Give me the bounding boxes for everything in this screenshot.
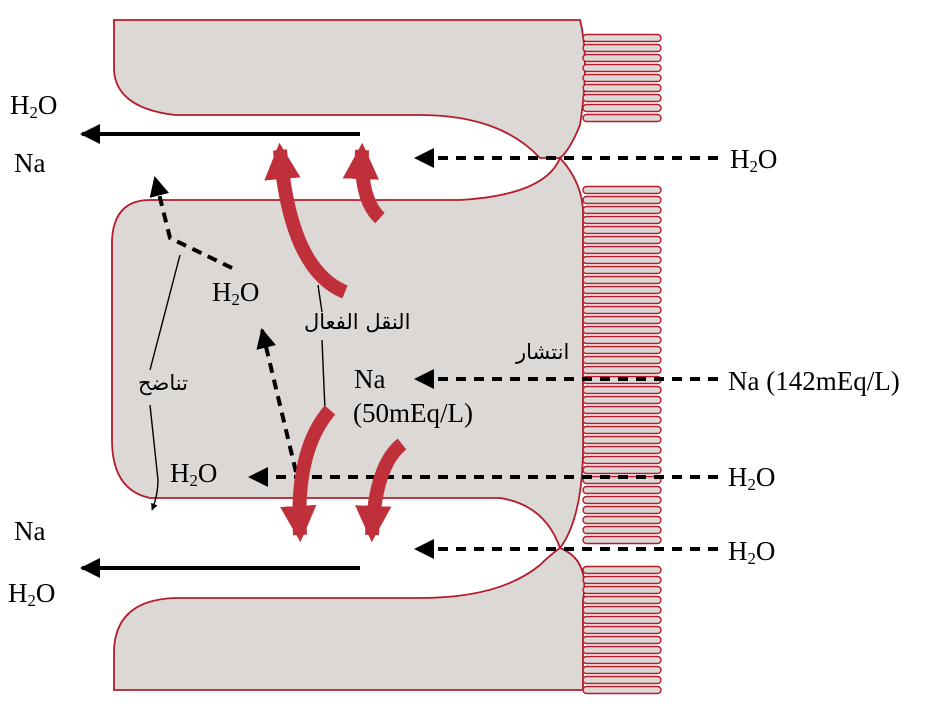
active-arrow-up-large bbox=[264, 142, 348, 299]
microvillus bbox=[582, 265, 662, 275]
microvillus bbox=[582, 425, 662, 435]
label-active-transport: النقل الفعال bbox=[304, 310, 411, 334]
microvillus bbox=[582, 285, 662, 295]
microvillus bbox=[582, 455, 662, 465]
microvillus bbox=[582, 43, 662, 53]
microvillus bbox=[582, 73, 662, 83]
microvillus bbox=[582, 395, 662, 405]
microvillus bbox=[582, 335, 662, 345]
microvillus bbox=[582, 185, 662, 195]
microvillus bbox=[582, 245, 662, 255]
label-h2o-cell-upper: H2O bbox=[212, 277, 260, 310]
microvillus bbox=[582, 215, 662, 225]
microvillus bbox=[582, 615, 662, 625]
label-na-top-left: Na bbox=[14, 148, 46, 178]
microvillus bbox=[582, 565, 662, 575]
active-leader-top bbox=[317, 284, 323, 313]
osmosis-bracket-top bbox=[149, 254, 181, 371]
label-na-cell-concentration: (50mEq/L) bbox=[353, 398, 473, 428]
microvilli bbox=[582, 33, 662, 695]
microvillus bbox=[582, 415, 662, 425]
microvillus bbox=[582, 225, 662, 235]
microvillus bbox=[582, 685, 662, 695]
label-h2o-right-mid: H2O bbox=[728, 462, 776, 495]
microvillus bbox=[582, 83, 662, 93]
active-arrow-up-small bbox=[342, 142, 386, 224]
label-h2o-cell-lower: H2O bbox=[170, 458, 218, 491]
microvillus bbox=[582, 465, 662, 475]
osmosis-path-upper bbox=[149, 176, 233, 270]
microvillus bbox=[582, 575, 662, 585]
microvillus bbox=[582, 585, 662, 595]
microvillus bbox=[582, 605, 662, 615]
label-na-cell: Na bbox=[354, 364, 386, 394]
microvillus bbox=[582, 595, 662, 605]
microvillus bbox=[582, 645, 662, 655]
microvillus bbox=[582, 103, 662, 113]
microvillus bbox=[582, 435, 662, 445]
label-h2o-top-left: H2O bbox=[10, 90, 58, 123]
active-arrow-down-large bbox=[280, 405, 336, 543]
microvillus bbox=[582, 505, 662, 515]
microvillus bbox=[582, 205, 662, 215]
microvillus bbox=[582, 315, 662, 325]
microvillus bbox=[582, 255, 662, 265]
label-h2o-right-top: H2O bbox=[730, 144, 778, 177]
microvillus bbox=[582, 675, 662, 685]
label-osmosis: تناضح bbox=[138, 371, 188, 395]
microvillus bbox=[582, 535, 662, 545]
microvillus bbox=[582, 325, 662, 335]
microvillus bbox=[582, 485, 662, 495]
microvillus bbox=[582, 495, 662, 505]
osmosis-path-lower bbox=[256, 328, 298, 473]
microvillus bbox=[582, 515, 662, 525]
label-diffusion: انتشار bbox=[516, 340, 570, 364]
microvillus bbox=[582, 345, 662, 355]
label-h2o-bottom-left: H2O bbox=[8, 578, 56, 611]
microvillus bbox=[582, 385, 662, 395]
microvillus bbox=[582, 445, 662, 455]
microvillus bbox=[582, 655, 662, 665]
upper-cell bbox=[113, 19, 586, 159]
microvillus bbox=[582, 525, 662, 535]
label-na-right: Na (142mEq/L) bbox=[728, 366, 900, 396]
microvillus bbox=[582, 625, 662, 635]
label-na-bottom-left: Na bbox=[14, 516, 46, 546]
label-h2o-right-bottom: H2O bbox=[728, 536, 776, 569]
microvillus bbox=[582, 365, 662, 375]
microvillus bbox=[582, 305, 662, 315]
osmosis-bracket-bottom bbox=[149, 404, 159, 511]
microvillus bbox=[582, 275, 662, 285]
microvillus bbox=[582, 355, 662, 365]
microvillus bbox=[582, 195, 662, 205]
microvillus bbox=[582, 405, 662, 415]
microvillus bbox=[582, 113, 662, 123]
microvillus bbox=[582, 93, 662, 103]
microvillus bbox=[582, 53, 662, 63]
microvillus bbox=[582, 63, 662, 73]
microvillus bbox=[582, 33, 662, 43]
microvillus bbox=[582, 235, 662, 245]
active-leader-bottom bbox=[321, 339, 326, 411]
active-arrow-down-small bbox=[355, 438, 407, 543]
microvillus bbox=[582, 635, 662, 645]
microvillus bbox=[582, 665, 662, 675]
microvillus bbox=[582, 295, 662, 305]
